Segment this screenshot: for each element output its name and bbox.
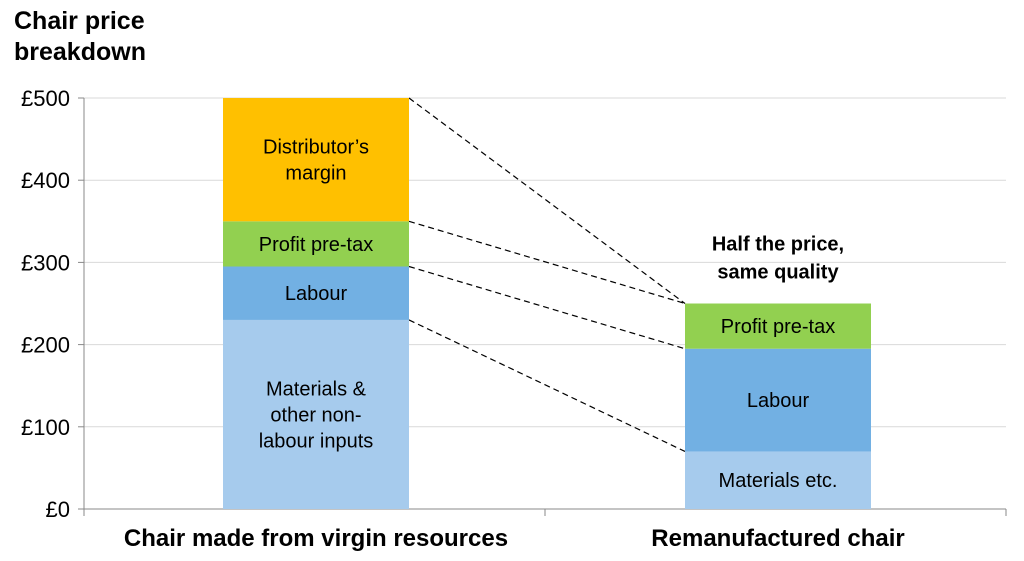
y-tick-label: £300 [21,250,70,275]
annotation-line: Half the price, [712,234,844,256]
bar-segment [223,319,409,509]
segment-label: Labour [285,283,348,305]
x-category-label: Chair made from virgin resources [124,525,508,552]
dashed-connectors [408,97,686,453]
y-axis: £0 £100 £200 £300 £400 £500 [21,86,85,522]
y-tick-label: £400 [21,168,70,193]
dashed-connector [408,319,686,453]
bar-segment [223,266,409,320]
segment-label: Materials & [266,378,367,400]
x-axis: Chair made from virgin resources Remanufa… [83,508,1007,552]
bar-segment [685,451,871,509]
segment-labels: Materials & other non-labour inputs Labour… [259,137,838,493]
dashed-connector [408,265,686,350]
y-tick-label: £100 [21,415,70,440]
dashed-connector [408,220,686,305]
segment-label: labour inputs [259,430,374,452]
chart-title-line-2: breakdown [14,38,146,66]
bar-segment [685,303,871,349]
segment-label: Distributor’s [263,137,369,159]
segment-label: Materials etc. [719,470,838,492]
bar-segment [685,348,871,452]
y-tick-label: £200 [21,333,70,358]
annotation-line: same quality [717,262,839,284]
chart-title-line-1: Chair price [14,7,145,35]
segment-label: other non- [270,404,361,426]
bar-segment [223,98,409,222]
segment-label: Profit pre-tax [259,234,373,256]
dashed-connector [408,97,686,304]
annotation: Half the price, same quality [712,234,844,284]
segment-label: Profit pre-tax [721,316,835,338]
segment-label: margin [285,163,346,185]
x-category-label: Remanufactured chair [651,525,904,552]
stacked-bars [223,98,871,509]
segment-label: Labour [747,390,810,412]
y-tick-label: £0 [46,497,70,522]
bar-segment [223,221,409,267]
y-tick-label: £500 [21,86,70,111]
